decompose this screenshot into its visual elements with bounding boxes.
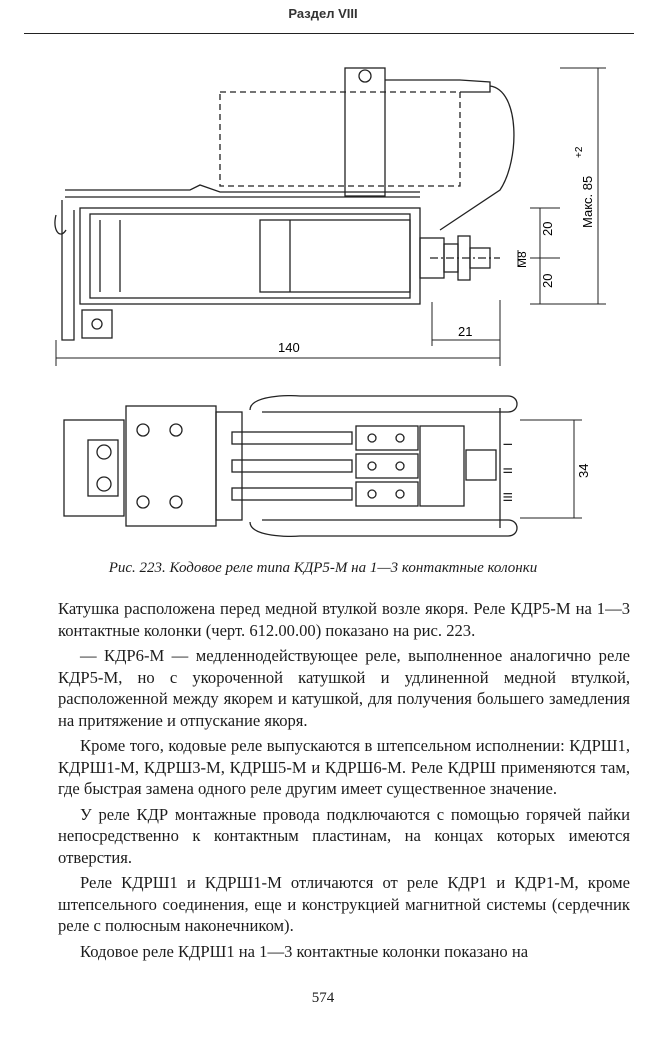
column-label-i: I bbox=[501, 443, 515, 446]
page-number: 574 bbox=[311, 990, 335, 1006]
dim-label-m8: M8 bbox=[515, 251, 529, 268]
coil-body bbox=[79, 207, 421, 305]
contact-block-2 bbox=[355, 453, 419, 479]
frame-loop-bottom bbox=[249, 519, 518, 538]
contact-block-1 bbox=[355, 425, 419, 451]
dim-label-21: 21 bbox=[458, 324, 472, 339]
paragraph: — КДР6-М — медленнодействующее реле, вып… bbox=[58, 646, 630, 730]
contact-block-3 bbox=[355, 481, 419, 507]
body-text: Катушка расположена перед медной втулкой… bbox=[58, 598, 630, 966]
dim-label-max85: Макс. 85 bbox=[580, 176, 595, 228]
relay-drawing: 140 21 20 20 M8 Макс. 85 +2 bbox=[0, 40, 646, 560]
base-block bbox=[125, 405, 217, 527]
contact-spring-1 bbox=[231, 431, 353, 445]
dim-label-20-bottom: 20 bbox=[540, 274, 555, 288]
paragraph: Кодовое реле КДРШ1 на 1—3 контактные кол… bbox=[80, 941, 529, 961]
figure-caption: Рис. 223. Кодовое реле типа КДР5-М на 1—… bbox=[108, 560, 538, 576]
column-label-ii: II bbox=[501, 467, 515, 474]
column-label-iii: III bbox=[501, 492, 515, 502]
dim-label-20-top: 20 bbox=[540, 222, 555, 236]
armature-bracket bbox=[61, 200, 75, 341]
dim-label-tolerance: +2 bbox=[574, 146, 585, 158]
paragraph: Реле КДРШ1 и КДРШ1-М отличаются от реле … bbox=[58, 873, 630, 935]
relay-technical-drawing: 140 21 20 20 M8 Макс. 85 +2 bbox=[54, 67, 606, 538]
dim-label-34: 34 bbox=[576, 464, 591, 478]
paragraph: Кроме того, кодовые реле выпускаются в ш… bbox=[58, 736, 630, 798]
frame-loop-top bbox=[249, 394, 518, 413]
dim-label-140: 140 bbox=[278, 340, 300, 355]
wire-lead bbox=[439, 85, 515, 231]
section-header: Раздел VIII bbox=[288, 6, 358, 21]
contact-spring-3 bbox=[231, 487, 353, 501]
paragraph: У реле КДР монтажные провода подключаютс… bbox=[58, 804, 630, 867]
terminal-post bbox=[344, 67, 386, 197]
mount-plate bbox=[63, 419, 125, 517]
paragraph: Катушка расположена перед медной втулкой… bbox=[58, 599, 630, 640]
coil-outline bbox=[219, 91, 461, 187]
base-plate bbox=[65, 184, 420, 193]
header-rule bbox=[24, 33, 634, 34]
contact-spring-2 bbox=[231, 459, 353, 473]
